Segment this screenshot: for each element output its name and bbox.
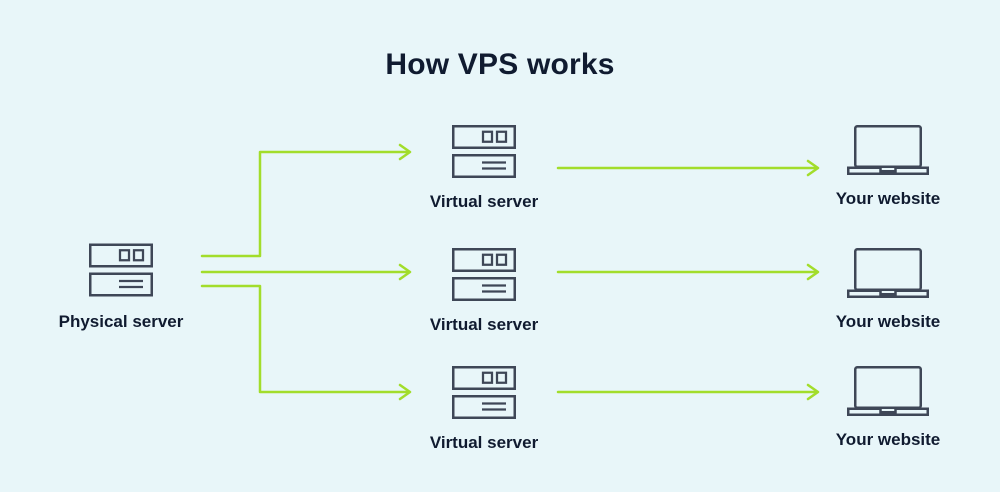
arrowhead-virtual-to-website-3 [806, 383, 820, 401]
website-label-3: Your website [835, 430, 941, 449]
page-title: How VPS works [385, 48, 615, 81]
virtual-server-icon-3 [452, 366, 516, 419]
website-label-1: Your website [835, 189, 941, 208]
virtual-server-label-2: Virtual server [429, 315, 539, 334]
laptop-icon-2 [847, 248, 929, 298]
laptop-icon-1 [847, 125, 929, 175]
arrowhead-virtual-to-website-2 [806, 263, 820, 281]
arrow-physical-to-virtual-1 [200, 150, 410, 258]
arrowhead-physical-to-virtual-1 [398, 143, 412, 161]
arrowhead-physical-to-virtual-3 [398, 383, 412, 401]
virtual-server-icon-1 [452, 125, 516, 178]
physical-server-label: Physical server [58, 312, 184, 331]
website-label-2: Your website [835, 312, 941, 331]
arrow-physical-to-virtual-3 [200, 284, 410, 394]
arrowhead-physical-to-virtual-2 [398, 263, 412, 281]
virtual-server-label-3: Virtual server [429, 433, 539, 452]
arrows-group [200, 143, 820, 401]
arrowhead-virtual-to-website-1 [806, 159, 820, 177]
physical-server-icon [89, 243, 153, 297]
virtual-server-icon-2 [452, 248, 516, 301]
laptop-icon-3 [847, 366, 929, 416]
virtual-server-label-1: Virtual server [429, 192, 539, 211]
